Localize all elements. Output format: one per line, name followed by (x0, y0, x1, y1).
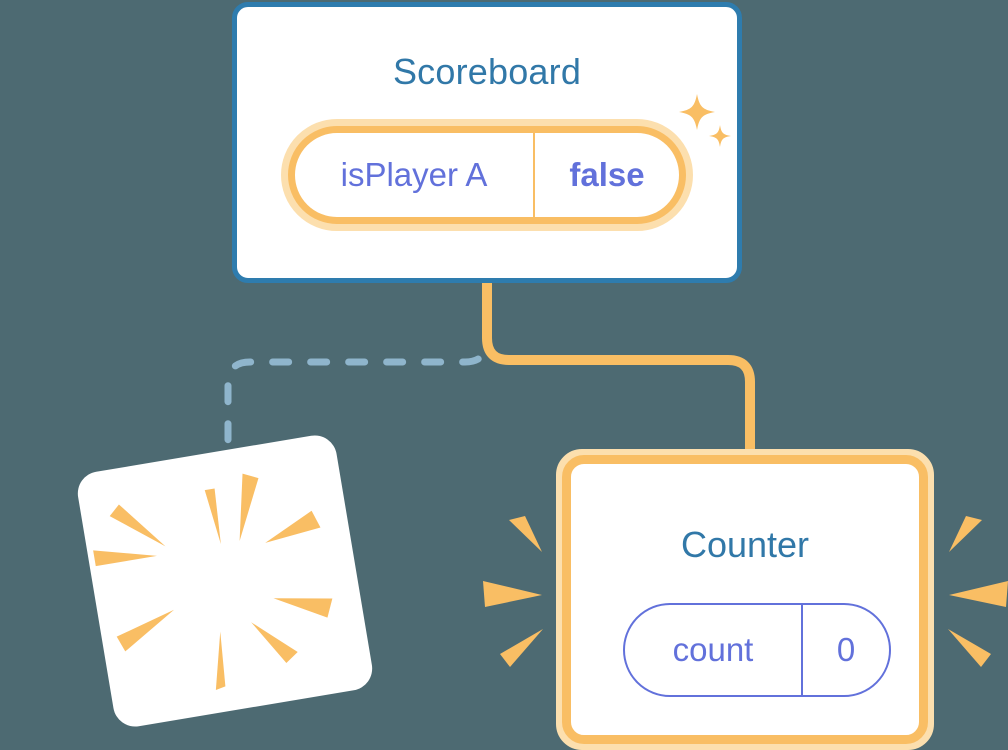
counter-state-pill[interactable]: count 0 (623, 603, 891, 697)
connector-scoreboard-to-counter (482, 283, 755, 462)
empty-card[interactable] (74, 432, 376, 730)
pill-body: isPlayer A false (288, 126, 686, 224)
pill-glow-ring (281, 119, 693, 231)
counter-ray-right-mid-icon (949, 581, 1008, 607)
counter-ray-left-bottom-icon (500, 629, 543, 667)
counter-card[interactable]: Counter count 0 (556, 449, 934, 750)
counter-ray-right-top-icon (949, 516, 982, 552)
burst-ray-nne-icon (239, 473, 259, 542)
burst-ray-ene-icon (265, 510, 321, 543)
burst-ray-ssw-icon (116, 609, 175, 652)
counter-title: Counter (680, 524, 810, 565)
sparkle-group (679, 94, 731, 147)
burst-ray-ese-icon (273, 598, 333, 618)
burst-ray-n-icon (204, 488, 221, 545)
burst-ray-s-icon (215, 631, 226, 691)
counter-state-value: 0 (801, 605, 889, 695)
counter-ray-left-mid-icon (483, 581, 542, 607)
sparkle-small-icon (709, 125, 731, 147)
scoreboard-title: Scoreboard (392, 51, 582, 92)
counter-ray-left-top-icon (509, 516, 542, 552)
scoreboard-state-value: false (533, 133, 679, 217)
counter-card-body: Counter count 0 (562, 455, 928, 744)
counter-rays-right (948, 516, 1008, 667)
counter-state-key: count (672, 631, 754, 668)
burst-ray-wnw-icon (109, 504, 166, 547)
empty-card-burst-group (93, 473, 333, 691)
scoreboard-card[interactable]: Scoreboard isPlayer A false (232, 2, 742, 283)
counter-ray-right-bottom-icon (948, 629, 991, 667)
counter-rays-left (483, 516, 543, 667)
burst-ray-wsw-icon (93, 550, 157, 567)
scoreboard-state-pill[interactable]: isPlayer A false (281, 119, 693, 231)
burst-ray-sse-icon (251, 622, 298, 663)
sparkle-large-icon (679, 94, 715, 130)
scoreboard-state-key: isPlayer A (340, 156, 488, 193)
